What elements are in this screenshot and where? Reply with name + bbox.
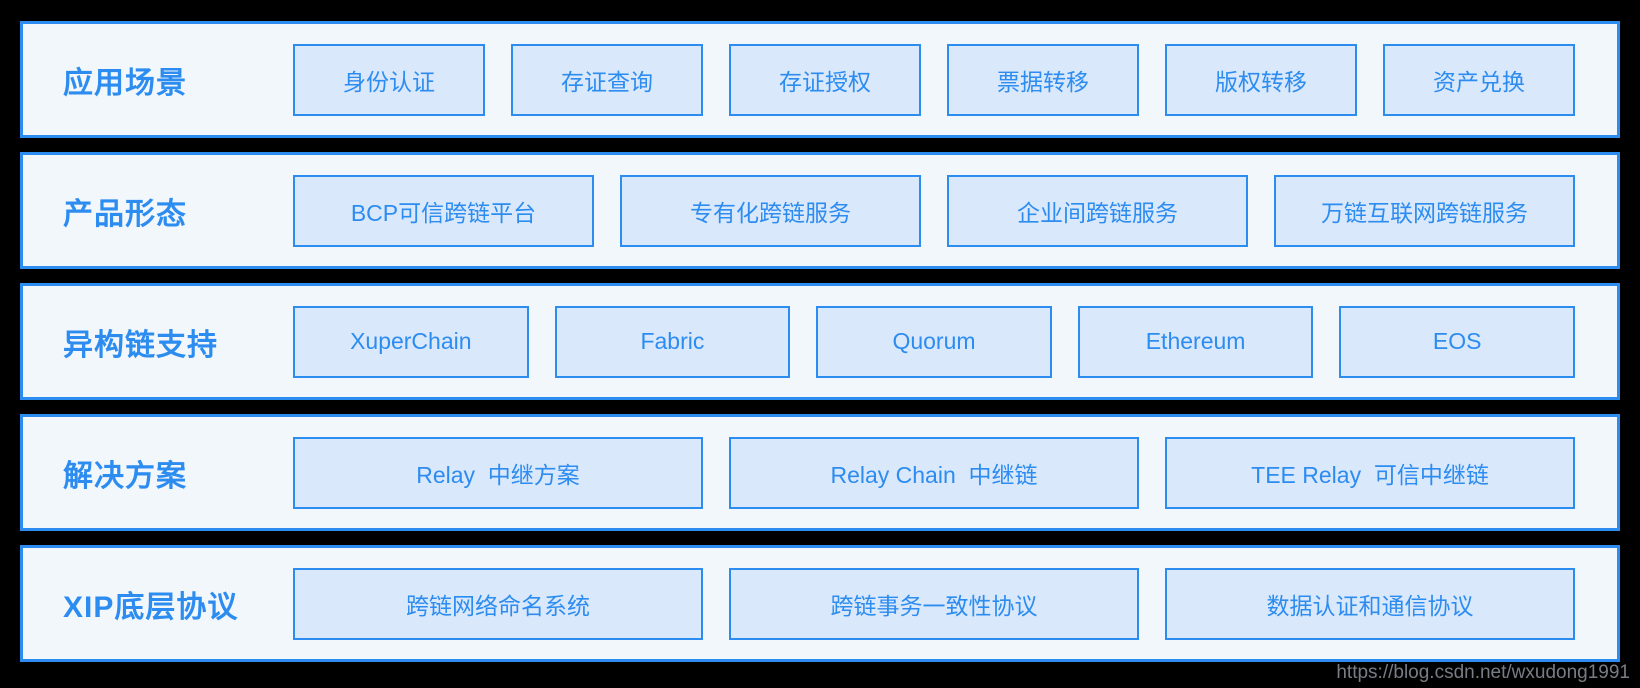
item-box: 存证授权 [729, 43, 921, 116]
layer-row-solutions: 解决方案 Relay 中继方案 Relay Chain 中继链 TEE Relay … [20, 414, 1620, 531]
layer-row-heterogeneous-chain-support: 异构链支持 XuperChain Fabric Quorum Ethereum EOS [20, 283, 1620, 400]
item-box: XuperChain [293, 305, 529, 378]
csdn-watermark: https://blog.csdn.net/wxudong1991 [1336, 662, 1630, 683]
item-box: 票据转移 [947, 43, 1139, 116]
item-box: Relay 中继方案 [293, 436, 703, 509]
row-boxes: 跨链网络命名系统跨链事务一致性协议数据认证和通信协议 [293, 567, 1575, 640]
item-box: TEE Relay 可信中继链 [1165, 436, 1575, 509]
item-box: Fabric [554, 305, 791, 378]
row-boxes: XuperChain Fabric Quorum Ethereum EOS [293, 305, 1575, 378]
item-box: 专有化跨链服务 [620, 174, 921, 247]
layer-row-product-forms: 产品形态 BCP可信跨链平台专有化跨链服务企业间跨链服务万链互联网跨链服务 [20, 152, 1620, 269]
item-box: Quorum [816, 305, 1052, 378]
item-box: 跨链网络命名系统 [293, 567, 703, 640]
row-boxes: Relay 中继方案 Relay Chain 中继链 TEE Relay 可信中继链 [293, 436, 1575, 509]
item-box: 存证查询 [511, 43, 703, 116]
row-label: XIP底层协议 [63, 590, 239, 624]
layer-row-xip-base-protocols: XIP底层协议 跨链网络命名系统跨链事务一致性协议数据认证和通信协议 [20, 545, 1620, 662]
item-box: 万链互联网跨链服务 [1274, 174, 1575, 247]
row-boxes: BCP可信跨链平台专有化跨链服务企业间跨链服务万链互联网跨链服务 [293, 174, 1575, 247]
row-label: 产品形态 [63, 197, 187, 231]
row-label: 异构链支持 [63, 328, 218, 362]
item-box: EOS [1339, 305, 1575, 378]
row-boxes: 身份认证存证查询存证授权票据转移版权转移资产兑换 [293, 43, 1575, 116]
item-box: Ethereum [1077, 305, 1314, 378]
item-box: 身份认证 [293, 43, 485, 116]
item-box: 数据认证和通信协议 [1165, 567, 1575, 640]
row-label: 解决方案 [63, 459, 187, 493]
row-label: 应用场景 [63, 66, 187, 100]
item-box: 跨链事务一致性协议 [729, 567, 1139, 640]
item-box: 版权转移 [1165, 43, 1357, 116]
item-box: Relay Chain 中继链 [729, 436, 1139, 509]
item-box: 企业间跨链服务 [947, 174, 1248, 247]
item-box: 资产兑换 [1383, 43, 1575, 116]
layer-row-application-scenarios: 应用场景 身份认证存证查询存证授权票据转移版权转移资产兑换 [20, 21, 1620, 138]
item-box: BCP可信跨链平台 [293, 174, 594, 247]
